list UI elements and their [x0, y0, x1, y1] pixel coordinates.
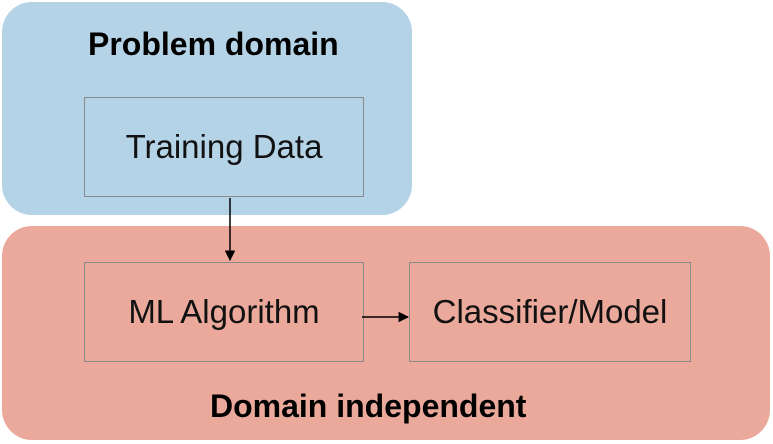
classifier-model-node: Classifier/Model — [409, 262, 691, 362]
training-data-node: Training Data — [84, 97, 364, 197]
ml-algorithm-label: ML Algorithm — [128, 293, 320, 330]
ml-algorithm-node: ML Algorithm — [84, 262, 364, 362]
training-data-label: Training Data — [125, 128, 323, 165]
classifier-model-label: Classifier/Model — [432, 293, 668, 330]
problem-domain-title: Problem domain — [88, 26, 339, 62]
domain-independent-region — [2, 226, 770, 440]
problem-domain-region — [2, 2, 412, 215]
domain-independent-title: Domain independent — [210, 388, 527, 424]
